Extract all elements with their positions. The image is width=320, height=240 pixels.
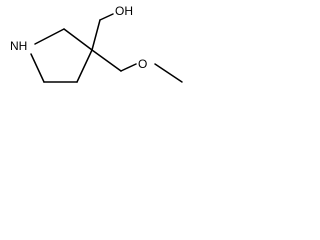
bond-c2-c3 bbox=[63, 28, 93, 51]
bond-ch2-o bbox=[120, 63, 137, 72]
bond-c3-ch2oh bbox=[91, 19, 101, 51]
atom-label-oh: OH bbox=[115, 4, 133, 18]
bond-c3-ch2o bbox=[91, 49, 122, 72]
bond-c5-n bbox=[30, 53, 45, 83]
atom-label-o: O bbox=[138, 57, 147, 71]
bond-o-ch3 bbox=[154, 63, 183, 83]
bond-c3-c4 bbox=[76, 49, 93, 83]
bond-n-c2 bbox=[34, 28, 65, 45]
atom-label-nh: NH bbox=[10, 39, 27, 53]
chemical-structure: NH OH O bbox=[10, 4, 183, 83]
bond-ch2-oh bbox=[99, 13, 114, 21]
